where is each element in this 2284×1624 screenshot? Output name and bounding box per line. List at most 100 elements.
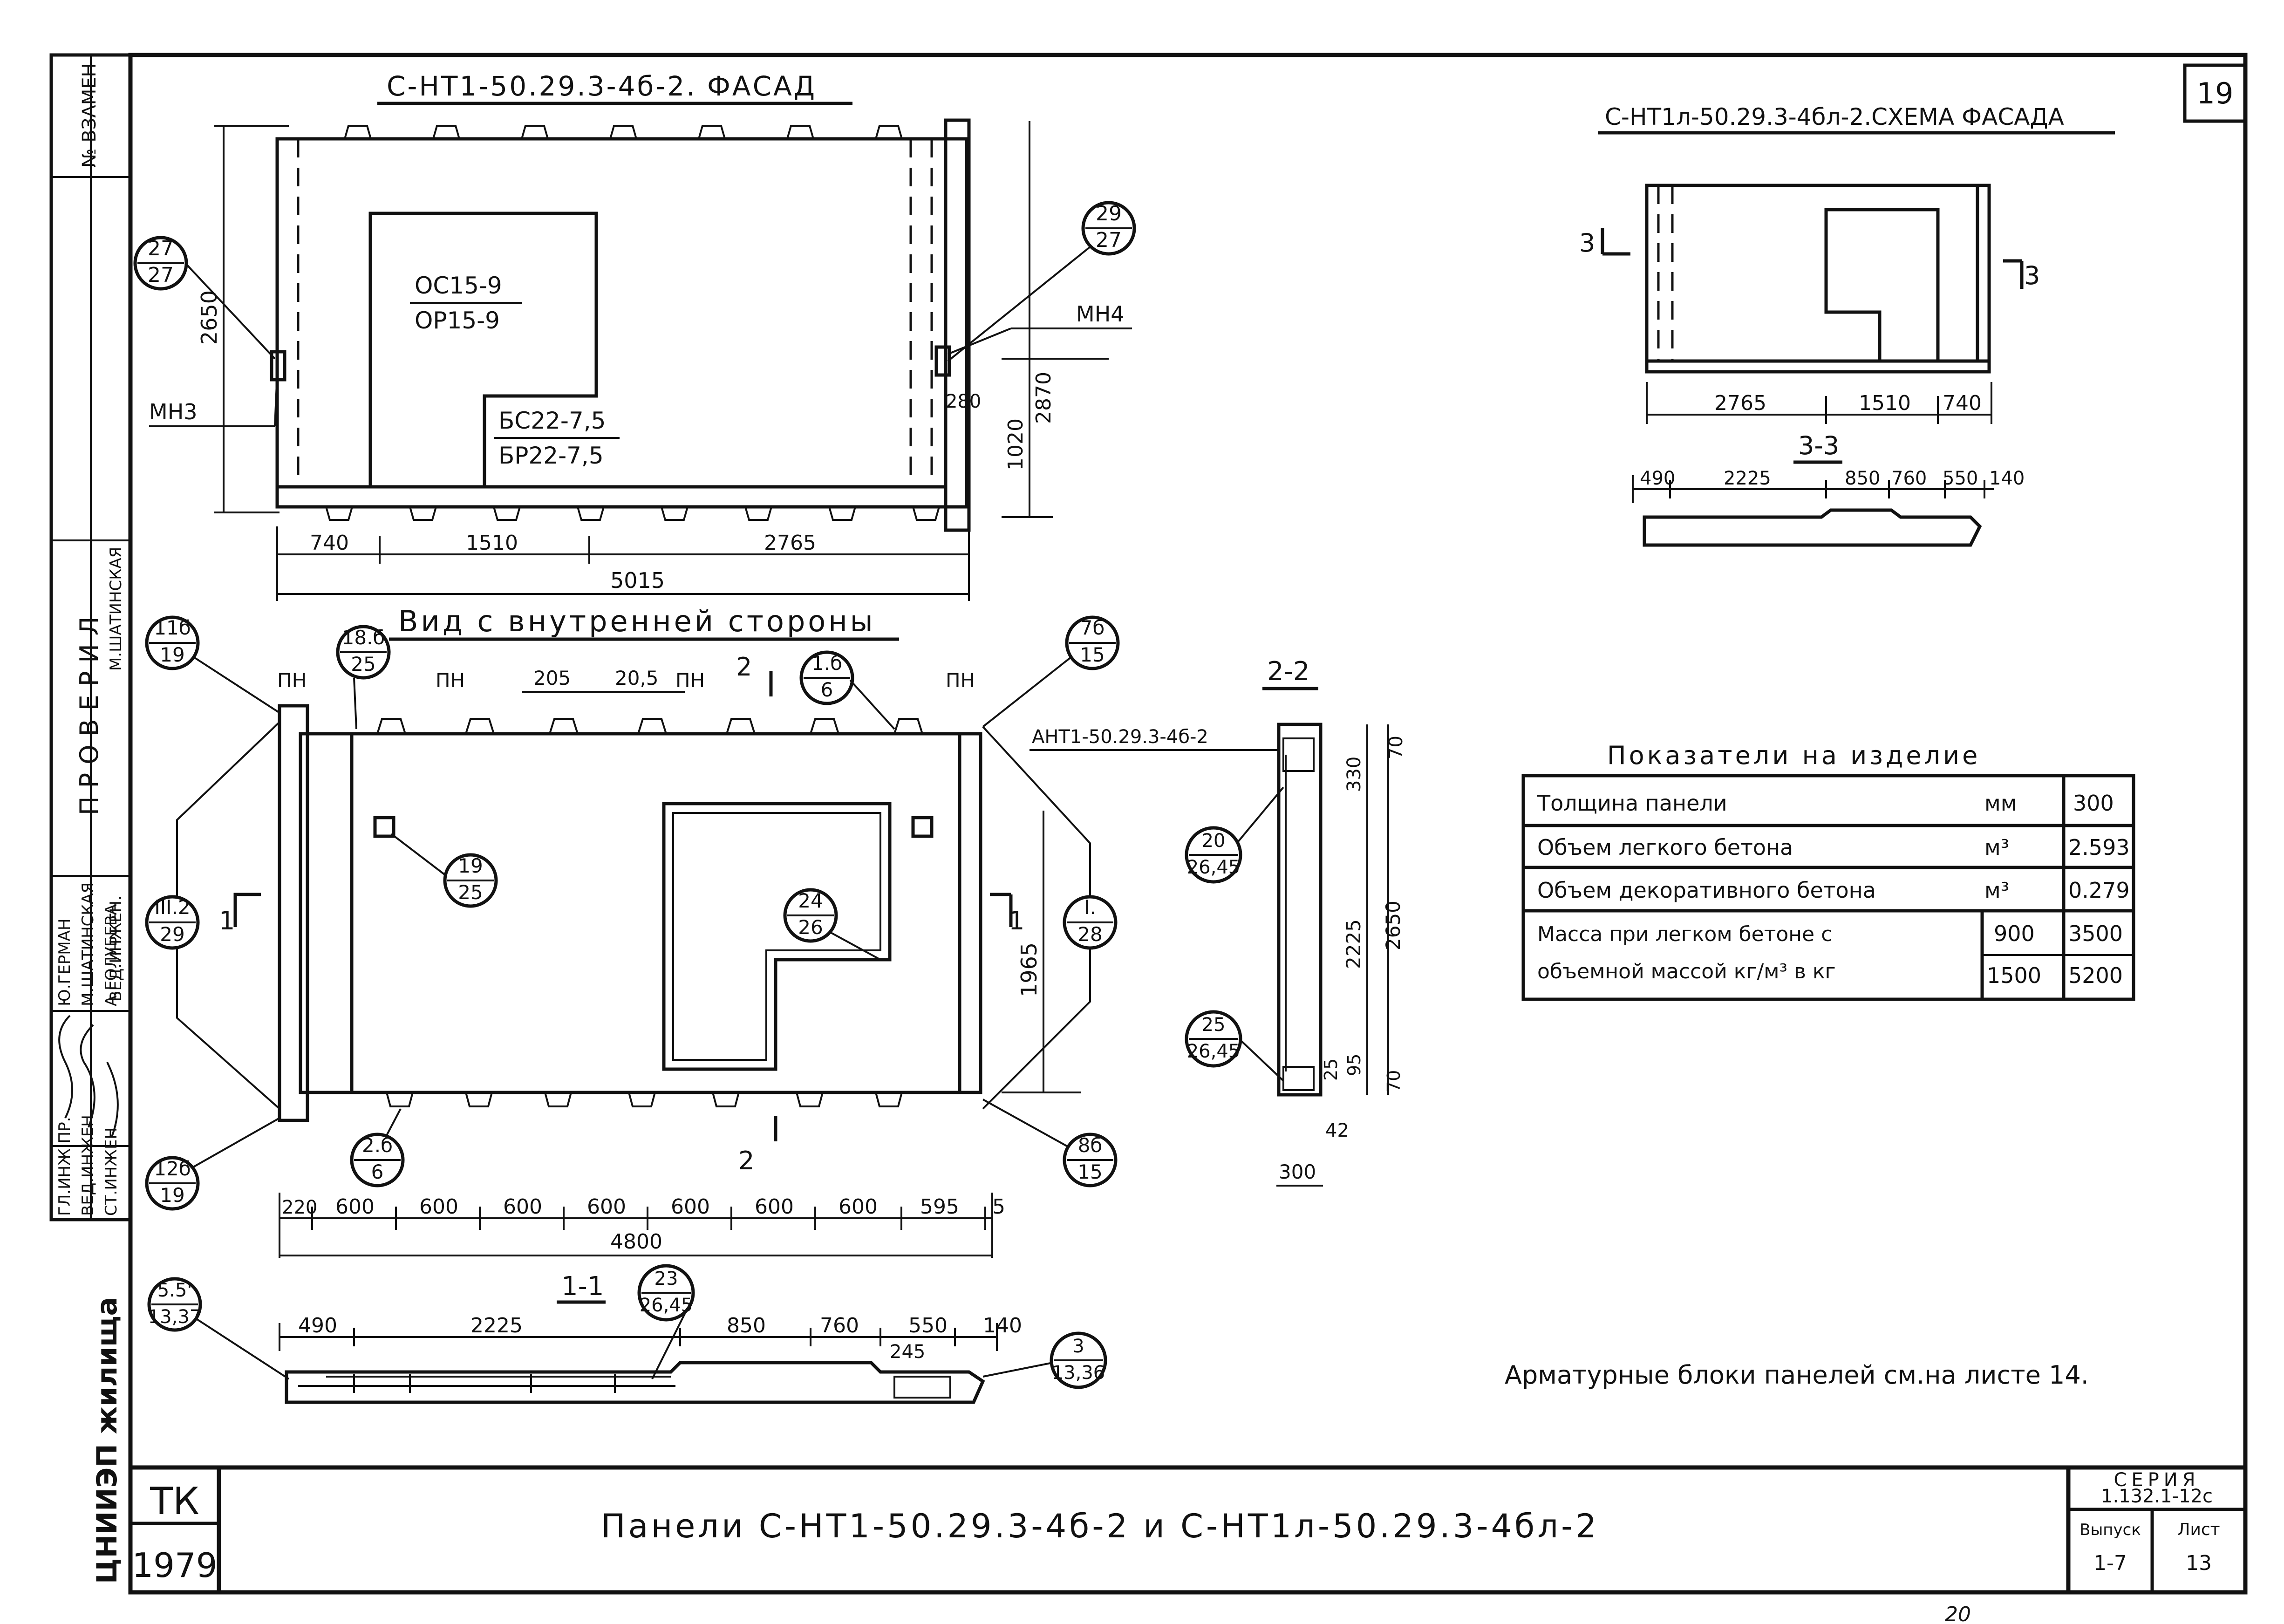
section-1-dim-4: 760 [820,1314,859,1337]
scheme-mark-right-line [2003,259,2024,289]
inner-dim-top-1: 205 [533,667,571,689]
inner-dim-b2: 600 [419,1195,458,1219]
facade-leader-right: 29 27 [947,201,1136,362]
inner-embed-right [911,816,934,838]
inner-opening-inner [672,812,881,1061]
section-1-dim-6: 140 [983,1314,1022,1337]
scheme-section-dim-ticks [1632,475,1985,503]
section-2-dim-42: 42 [1325,1120,1349,1141]
indicators-row-2-unit: м³ [1984,835,2009,860]
indicators-row-3-label: Объем декоративного бетона [1537,878,1876,903]
year-label: 1979 [132,1546,217,1585]
issue-value: 1-7 [2093,1551,2127,1575]
facade-dim-right-height: 2870 [1032,372,1056,424]
side-stamp-text: ЦНИИЭП жилища [91,1297,123,1584]
leader-III2-29: III.2 29 [145,721,280,1110]
section-1-profile [285,1361,985,1404]
section-1-dim-3: 850 [727,1314,766,1337]
leader-18b-top: 18.б [342,626,385,649]
stamp-checked: ПРОВЕРИЛ [75,608,104,815]
stamp-row-3-name: А.ГОЛУБЕВА [102,904,121,1006]
facade-embed-left [270,350,286,382]
sheet-title: Панели С-НТ1-50.29.3-4б-2 и С-НТ1л-50.29… [601,1507,1599,1545]
leader-III2-bottom: 29 [160,923,184,946]
leader-11b-bottom: 19 [160,643,184,666]
stamp-row-2-name: М.ШАТИНСКАЯ [79,882,97,1006]
facade-window-label-1: ОС15-9 [415,272,502,299]
leader-1b-top: 1.б [811,652,842,675]
inner-dim-b4: 600 [587,1195,626,1219]
scheme-section-dim-6: 140 [1989,468,2025,489]
inner-section-left-mark [233,893,261,927]
inner-opening-outer [662,802,892,1071]
leader-20-top: 20 [1202,830,1226,852]
indicators-row-2-value: 2.593 [2068,835,2130,860]
scheme-dim-ticks [1646,382,1992,424]
facade-dim-small: 280 [946,391,981,412]
facade-bottom-keys [325,506,940,521]
indicators-row-1-unit: мм [1984,791,2017,816]
facade-embed-right [934,345,951,377]
leader-20: 20 26,45 [1185,786,1284,884]
facade-leader-left: 27 27 [133,236,276,360]
section-2-rebar [1282,737,1315,1091]
indicators-row-1-label: Толщина панели [1537,791,1727,816]
facade-dim-bottom-2: 1510 [466,531,518,555]
facade-leader-right-bottom: 27 [1096,228,1122,252]
indicators-mass-density-2: 1500 [1987,963,2041,988]
scheme-opening [1824,208,1940,363]
leader-2b-top: 2.б [362,1134,393,1157]
leader-5.5-top: 5.5' [157,1280,192,1301]
below-note: 20 [1945,1603,1971,1624]
leader-11b-top: 11б [154,616,191,639]
stamp-row-3-role: СТ.ИНЖЕН. [102,1122,121,1216]
inner-section-mark-top: 2 [736,652,752,682]
leader-19-25-bottom: 25 [458,881,483,904]
section-2-dim-2225: 2225 [1342,919,1365,969]
leader-23: 23 26,45 [637,1264,695,1379]
leader-23-top: 23 [655,1268,678,1290]
section-2-title: 2-2 [1267,656,1309,687]
leader-12b: 12б 19 [145,1117,280,1211]
leader-12b-top: 12б [154,1157,191,1180]
inner-top-keys [376,718,923,734]
facade-dim-bottom-1: 740 [310,531,349,555]
leader-5.5: 5.5' 13,37 [147,1277,290,1380]
section-1-dim-ticks [279,1323,998,1351]
inner-dim-height: 1965 [1016,942,1042,997]
inner-pn-3: ПН [675,669,705,692]
leader-8b-top: 8б [1078,1134,1103,1157]
inner-dim-total: 4800 [610,1230,662,1254]
indicators-mass-label-2: объемной массой кг/м³ в кг [1537,960,1836,983]
inner-dim-b9: 5 [992,1195,1005,1219]
leader-3: 3 13,36 [982,1331,1107,1389]
stamp-replace: № ВЗАМЕН [79,63,100,168]
sheet-number-box [2183,63,2247,123]
facade-panel [275,137,968,509]
facade-door-label-2: БР22-7,5 [498,442,604,469]
inner-dim-bottom-ticks [279,1193,993,1258]
reinforcement-note: Арматурные блоки панелей см.на листе 14. [1505,1360,2089,1390]
inner-dim-b3: 600 [503,1195,542,1219]
leader-23-bottom: 26,45 [640,1295,693,1316]
facade-leader-left-bottom: 27 [148,263,174,287]
leader-III2-top: III.2 [154,896,190,919]
facade-title: С-НТ1-50.29.3-4б-2. ФАСАД [387,70,817,102]
inner-pn-2: ПН [436,669,465,692]
scheme-panel [1645,184,1991,374]
inner-section-right-mark [990,893,1013,927]
leader-25-top: 25 [1202,1014,1226,1036]
leader-I-28-bottom: 28 [1077,923,1102,946]
stamp-checked-role: ВЕД.ИНЖЕН. [107,895,125,1002]
inner-pn-1: ПН [277,669,307,692]
indicators-row-3-unit: м³ [1984,878,2009,903]
scheme-section-dim-3: 850 [1845,468,1880,489]
facade-leader-left-top: 27 [148,237,174,260]
scheme-dim-3: 740 [1943,391,1982,415]
facade-leader-right-top: 29 [1096,202,1122,225]
section-1-dim-1: 490 [298,1314,337,1337]
leader-20-bottom: 26,45 [1187,857,1241,878]
leader-I-28-top: I. [1084,896,1096,919]
inner-embed-left [373,816,395,838]
